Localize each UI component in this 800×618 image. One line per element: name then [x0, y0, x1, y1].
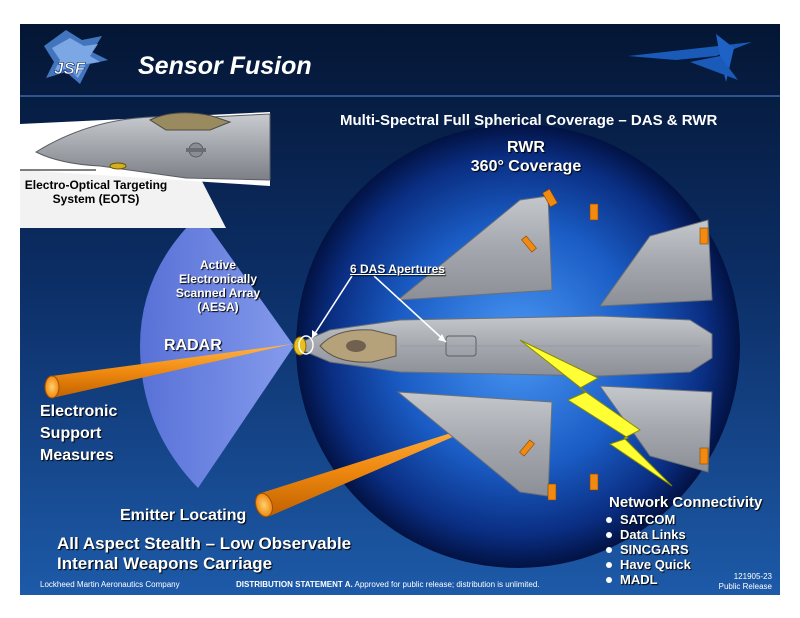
esm-label: Electronic Support Measures: [40, 403, 118, 464]
network-connectivity-title: Network Connectivity: [609, 494, 763, 511]
network-connectivity-list: SATCOM Data Links SINCGARS Have Quick MA…: [606, 512, 691, 587]
network-item: MADL: [606, 572, 691, 587]
radar-label: RADAR: [164, 337, 222, 354]
footer-distribution-text: Approved for public release; distributio…: [352, 580, 540, 589]
stealth-line-2: Internal Weapons Carriage: [57, 554, 273, 573]
eots-label: Electro-Optical Targeting System (EOTS): [24, 178, 168, 206]
emitter-locating-beam: [255, 420, 492, 518]
footer-release: Public Release: [718, 582, 772, 591]
rwr-title: RWR: [507, 139, 545, 156]
f35-aircraft: [290, 188, 713, 501]
logo-text: JSF: [54, 59, 86, 78]
footer-distribution: DISTRIBUTION STATEMENT A. Approved for p…: [236, 580, 540, 589]
page-subtitle: Multi-Spectral Full Spherical Coverage –…: [340, 112, 718, 129]
stealth-line-1: All Aspect Stealth – Low Observable: [57, 534, 352, 553]
page-title: Sensor Fusion: [138, 52, 312, 80]
lockheed-star-logo: [628, 34, 752, 82]
footer-doc-number: 121905-23: [733, 572, 772, 581]
network-lightning-bolt: [519, 339, 673, 487]
network-item: SATCOM: [606, 512, 691, 527]
footer-distribution-label: DISTRIBUTION STATEMENT A.: [236, 580, 353, 589]
das-callout-lines: [298, 275, 447, 355]
aesa-radome: [293, 336, 307, 356]
network-item: Data Links: [606, 527, 691, 542]
eots-inset: [20, 112, 271, 228]
network-item: Have Quick: [606, 557, 691, 572]
emitter-locating-label: Emitter Locating: [120, 507, 247, 524]
network-item: SINCGARS: [606, 542, 691, 557]
stealth-label: All Aspect Stealth – Low Observable Inte…: [57, 534, 417, 574]
rwr-coverage: 360° Coverage: [470, 158, 582, 175]
esm-beam: [44, 344, 292, 399]
footer-release-info: 121905-23 Public Release: [700, 572, 772, 592]
das-label: 6 DAS Apertures: [350, 262, 445, 276]
footer-company: Lockheed Martin Aeronautics Company: [40, 580, 180, 589]
radar-fan: [140, 214, 294, 488]
rwr-label: RWR 360° Coverage: [446, 138, 606, 176]
aesa-label: Active Electronically Scanned Array (AES…: [175, 258, 261, 314]
jsf-logo: JSF: [44, 30, 108, 84]
